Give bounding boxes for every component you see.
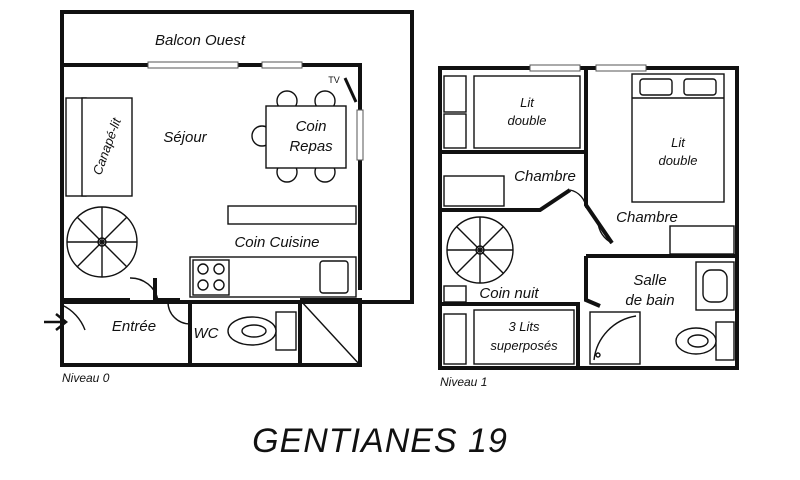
balcony-label: Balcon Ouest <box>155 32 246 49</box>
washbasin-icon <box>695 261 735 311</box>
bunk-room-wall <box>440 302 580 368</box>
kitchen-label: Coin Cuisine <box>234 234 319 251</box>
bed1-label-line1: Lit <box>520 95 535 110</box>
toilet-icon <box>675 321 735 361</box>
wc-door-swing <box>167 301 191 325</box>
toilet-icon <box>227 311 297 351</box>
wc-label: WC <box>194 325 219 342</box>
level-0-label: Niveau 0 <box>62 371 110 385</box>
door-swing <box>129 277 159 301</box>
bathroom-left-wall <box>584 256 601 308</box>
tv-icon <box>343 77 358 103</box>
balcony-outline <box>60 10 414 304</box>
bunk-label-line1: 3 Lits <box>508 319 540 334</box>
double-bed-1 <box>473 75 581 149</box>
shower-icon <box>589 311 641 365</box>
sejour-label: Séjour <box>163 129 207 146</box>
entry-door-swing <box>61 304 86 331</box>
dining-label-line1: Coin <box>296 118 327 135</box>
spiral-stairs-icon <box>446 216 514 284</box>
sink-icon <box>319 260 349 294</box>
bunk-beds <box>473 309 575 365</box>
sofa-bed <box>81 97 133 197</box>
bathroom-label-line2: de bain <box>625 292 674 309</box>
spiral-stairs-icon <box>66 206 138 278</box>
dining-label-line2: Repas <box>289 138 333 155</box>
kitchen-bar <box>227 205 357 225</box>
bed2-label-line1: Lit <box>671 135 686 150</box>
plan-title: GENTIANES 19 <box>252 422 508 460</box>
door-swing <box>597 221 613 244</box>
chambre2-label: Chambre <box>616 209 678 226</box>
cupboard-diagonal <box>299 299 361 366</box>
cupboard <box>443 285 467 303</box>
stove-icon <box>192 259 230 296</box>
dining-table <box>251 90 347 183</box>
bunk-label-line2: superposés <box>490 338 558 353</box>
level-0-plan: Balcon Ouest Séjour Canapé-lit Coin Repa… <box>44 10 414 385</box>
bunk-ladder <box>443 313 467 365</box>
nightstand <box>443 113 467 149</box>
coin-nuit-label: Coin nuit <box>479 285 539 302</box>
chambre1-label: Chambre <box>514 168 576 185</box>
level-1-plan: Lit double Chambre Lit double Chambre Co… <box>438 64 739 389</box>
window <box>147 61 239 69</box>
entree-label: Entrée <box>112 318 156 335</box>
corridor-wall <box>440 188 572 212</box>
bedroom-wall <box>584 68 614 245</box>
level-1-outline <box>438 66 739 370</box>
window <box>261 61 303 69</box>
nightstand <box>443 75 467 113</box>
double-bed-2 <box>631 73 725 203</box>
bed1-label-line2: double <box>507 113 546 128</box>
bathroom-label-line1: Salle <box>633 272 666 289</box>
window <box>529 64 581 72</box>
window <box>595 64 647 72</box>
wardrobe <box>443 175 505 207</box>
kitchen-wall <box>153 278 180 302</box>
window <box>356 109 364 161</box>
tv-label: TV <box>328 75 340 85</box>
bed2-label-line2: double <box>658 153 697 168</box>
door-swing <box>569 189 587 209</box>
entry-arrow-icon <box>44 313 69 331</box>
wardrobe <box>669 225 735 255</box>
level-1-label: Niveau 1 <box>440 375 487 389</box>
